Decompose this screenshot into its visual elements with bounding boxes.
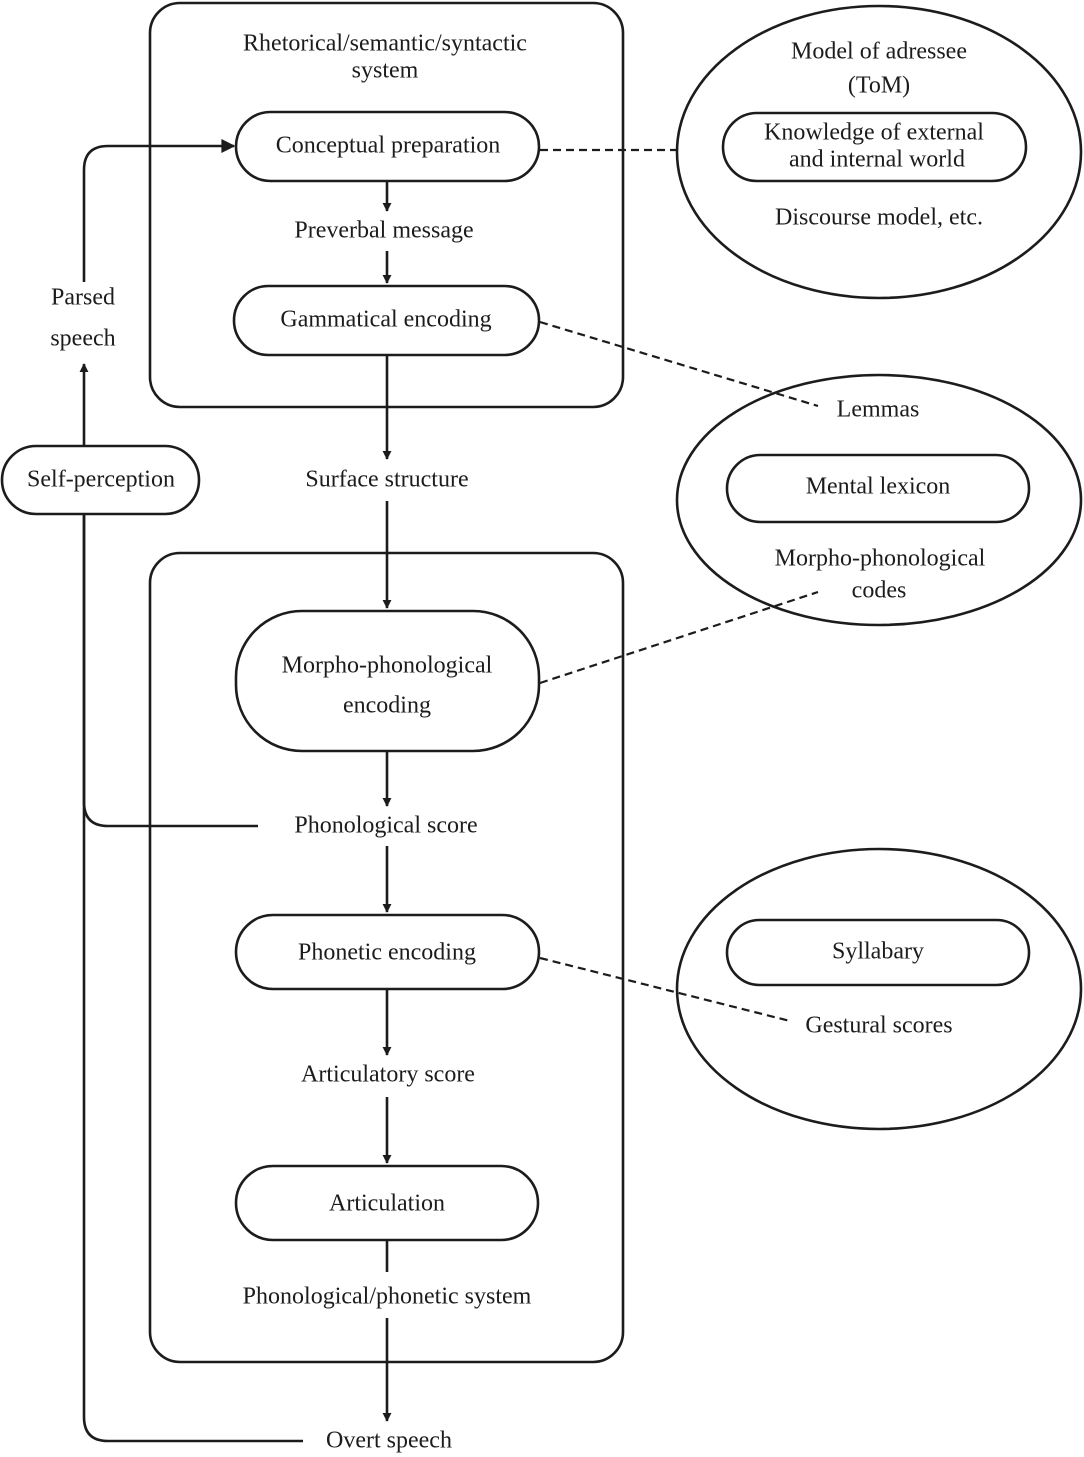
dash-phonetic-to-gestural-scores <box>539 956 791 1023</box>
world-knowledge-node: Knowledge of external and internal world <box>721 111 1028 183</box>
morpho-phonological-codes-line1: Morpho-phonological <box>775 546 986 572</box>
syllabary-node: Syllabary <box>725 918 1031 987</box>
world-knowledge-label-line1: Knowledge of external <box>764 120 984 146</box>
articulation-node: Articulation <box>234 1164 540 1242</box>
loop-overt-speech-to-self-perception <box>82 514 303 1443</box>
dash-grammatical-to-lemmas <box>539 320 819 408</box>
morpho-phonological-encoding-node: Morpho-phonological encoding <box>234 609 541 753</box>
mental-lexicon-ellipse <box>675 373 1083 627</box>
addressee-model-ellipse <box>675 4 1083 300</box>
arrow-parsed-speech-to-conceptual <box>82 139 236 282</box>
preverbal-message-label: Preverbal message <box>294 218 473 244</box>
discourse-model-label: Discourse model, etc. <box>775 205 983 231</box>
conceptual-preparation-node: Conceptual preparation <box>234 110 541 183</box>
morpho-phonological-label-line2: encoding <box>343 693 431 719</box>
phonetic-encoding-node: Phonetic encoding <box>234 913 541 991</box>
addressee-title-line1: Model of adressee <box>791 39 967 65</box>
lower-system-title: Phonological/phonetic system <box>243 1284 532 1310</box>
world-knowledge-label-line2: and internal world <box>789 147 965 173</box>
gestural-scores-label: Gestural scores <box>805 1013 952 1039</box>
morpho-phonological-label-line1: Morpho-phonological <box>282 653 493 679</box>
surface-structure-label: Surface structure <box>305 467 468 493</box>
addressee-title-line2: (ToM) <box>848 73 910 99</box>
parsed-speech-label-line2: speech <box>50 326 115 352</box>
articulatory-score-label: Articulatory score <box>301 1062 475 1088</box>
upper-system-title-line2: system <box>352 58 419 84</box>
overt-speech-label: Overt speech <box>326 1428 452 1454</box>
dash-morpho-to-codes <box>539 590 819 685</box>
self-perception-node: Self-perception <box>0 444 201 516</box>
conceptual-preparation-label: Conceptual preparation <box>276 133 501 159</box>
syllabary-ellipse <box>675 847 1083 1131</box>
mental-lexicon-label: Mental lexicon <box>806 474 951 500</box>
upper-system-title-line1: Rhetorical/semantic/syntactic <box>243 31 527 57</box>
self-perception-label: Self-perception <box>27 467 175 493</box>
mental-lexicon-node: Mental lexicon <box>725 453 1031 524</box>
grammatical-encoding-label: Gammatical encoding <box>280 307 491 333</box>
lemmas-label: Lemmas <box>837 397 920 423</box>
syllabary-label: Syllabary <box>832 939 924 965</box>
articulation-label: Articulation <box>329 1191 445 1217</box>
phonological-score-label: Phonological score <box>294 813 477 839</box>
grammatical-encoding-node: Gammatical encoding <box>232 284 541 357</box>
loop-phonological-score-to-self-perception <box>82 514 258 828</box>
morpho-phonological-codes-line2: codes <box>852 578 907 604</box>
parsed-speech-label-line1: Parsed <box>51 285 115 311</box>
phonetic-encoding-label: Phonetic encoding <box>298 940 476 966</box>
